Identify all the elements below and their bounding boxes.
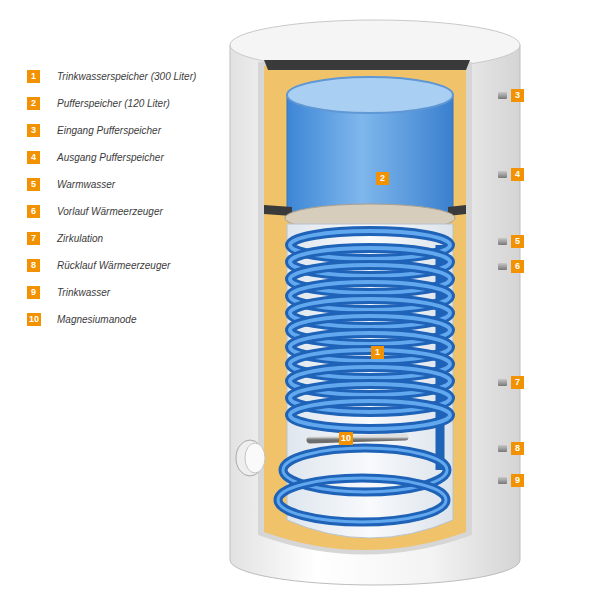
pipe-connection bbox=[498, 445, 507, 452]
legend-text: Zirkulation bbox=[57, 232, 103, 245]
callout-number: 2 bbox=[376, 172, 389, 185]
coil-loop bbox=[290, 401, 450, 429]
callout-number: 9 bbox=[27, 286, 40, 299]
pipe-connection bbox=[498, 379, 507, 386]
callout-number: 3 bbox=[27, 124, 40, 137]
top-band bbox=[264, 60, 470, 70]
callout-number: 4 bbox=[27, 151, 40, 164]
tank-lid bbox=[230, 20, 520, 70]
coil-loop bbox=[278, 478, 446, 522]
callout-number: 8 bbox=[511, 442, 524, 455]
insulation bbox=[264, 66, 466, 550]
pipe-connection bbox=[498, 263, 507, 270]
callout-number: 8 bbox=[27, 259, 40, 272]
callout-number: 5 bbox=[511, 235, 524, 248]
callout-number: 9 bbox=[511, 474, 524, 487]
pipe-connection bbox=[498, 92, 507, 99]
flange-cover bbox=[245, 443, 265, 473]
legend-text: Vorlauf Wärmeerzeuger bbox=[57, 205, 163, 218]
callout-number: 7 bbox=[27, 232, 40, 245]
magnesium-anode bbox=[310, 437, 405, 440]
coil-loop bbox=[290, 401, 450, 429]
callout-number: 3 bbox=[511, 89, 524, 102]
outer-casing bbox=[230, 45, 520, 585]
callout-number: 10 bbox=[339, 432, 353, 445]
legend-text: Trinkwasser bbox=[57, 286, 110, 299]
pipe-connection bbox=[498, 477, 507, 484]
pipe-connection bbox=[498, 238, 507, 245]
callout-number: 1 bbox=[371, 346, 384, 359]
callout-number: 2 bbox=[27, 97, 40, 110]
pipe-connection bbox=[498, 171, 507, 178]
legend-text: Warmwasser bbox=[57, 178, 115, 191]
legend-text: Ausgang Pufferspeicher bbox=[57, 151, 164, 164]
inspection-flange bbox=[236, 440, 264, 476]
buffer-tank bbox=[287, 95, 453, 222]
callout-number: 4 bbox=[511, 168, 524, 181]
callout-number: 10 bbox=[27, 313, 41, 326]
callout-number: 6 bbox=[27, 205, 40, 218]
water-surface bbox=[287, 77, 453, 113]
casing-section bbox=[258, 62, 472, 555]
legend-text: Eingang Pufferspeicher bbox=[57, 124, 161, 137]
callout-number: 5 bbox=[27, 178, 40, 191]
callout-number: 1 bbox=[27, 70, 40, 83]
callout-number: 7 bbox=[511, 376, 524, 389]
legend-text: Trinkwasserspeicher (300 Liter) bbox=[57, 70, 196, 83]
legend-text: Rücklauf Wärmeerzeuger bbox=[57, 259, 170, 272]
callout-number: 6 bbox=[511, 260, 524, 273]
legend-text: Pufferspeicher (120 Liter) bbox=[57, 97, 170, 110]
legend-text: Magnesiumanode bbox=[57, 313, 137, 326]
coil-loop bbox=[278, 478, 446, 522]
heating-coil bbox=[278, 231, 450, 522]
